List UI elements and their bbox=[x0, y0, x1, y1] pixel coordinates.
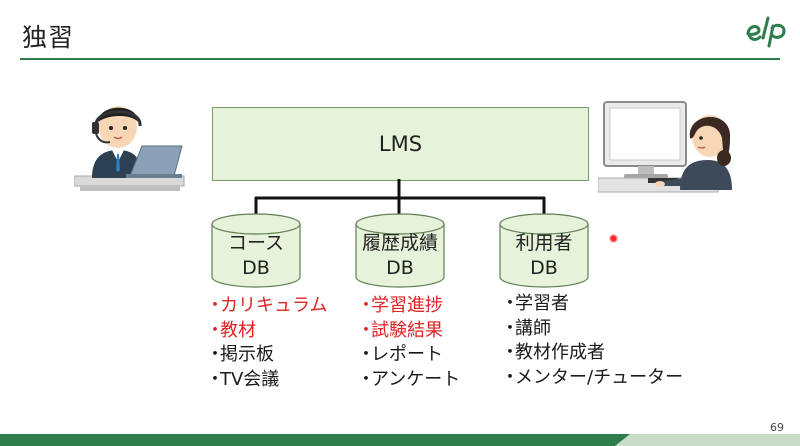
laser-pointer bbox=[609, 234, 618, 243]
course-db-items: ・カリキュラム ・教材 ・掲示板 ・TV会議 bbox=[206, 294, 327, 392]
course-db-node: コース DB bbox=[211, 213, 301, 288]
list-item: ・メンター/チューター bbox=[501, 366, 684, 388]
user-db-label-line1: 利用者 bbox=[515, 232, 573, 254]
user-db-label-line2: DB bbox=[530, 257, 558, 279]
slide-title: 独習 bbox=[22, 23, 75, 52]
user-db-items: ・学習者 ・講師 ・教材作成者 ・メンター/チューター bbox=[501, 292, 683, 390]
history-db-node: 履歴成績 DB bbox=[355, 213, 445, 288]
list-item: ・TV会議 bbox=[206, 368, 280, 390]
list-item: ・カリキュラム bbox=[206, 295, 328, 316]
list-item: ・教材作成者 bbox=[501, 342, 605, 363]
student-illustration bbox=[74, 106, 185, 191]
list-item: ・掲示板 bbox=[206, 344, 274, 365]
history-db-label-line1: 履歴成績 bbox=[361, 232, 438, 254]
instructor-body bbox=[680, 160, 732, 190]
lms-node: LMS bbox=[212, 107, 589, 181]
course-db-label-line2: DB bbox=[242, 257, 270, 279]
lms-label: LMS bbox=[378, 132, 423, 156]
footer-bar bbox=[0, 434, 800, 446]
history-db-label-line2: DB bbox=[386, 257, 414, 279]
list-item: ・アンケート bbox=[357, 368, 461, 390]
course-db-label-line1: コース bbox=[227, 232, 285, 254]
title-divider bbox=[20, 58, 780, 60]
list-item: ・試験結果 bbox=[357, 319, 443, 341]
instructor-illustration bbox=[598, 101, 732, 193]
list-item: ・学習進捗 bbox=[357, 295, 443, 316]
list-item: ・教材 bbox=[206, 319, 256, 341]
page-number: 69 bbox=[770, 421, 784, 434]
user-db-node: 利用者 DB bbox=[499, 213, 589, 288]
history-db-items: ・学習進捗 ・試験結果 ・レポート ・アンケート bbox=[357, 294, 460, 392]
list-item: ・レポート bbox=[357, 344, 443, 365]
list-item: ・学習者 bbox=[501, 293, 569, 314]
elp-logo bbox=[746, 16, 786, 48]
list-item: ・講師 bbox=[501, 317, 551, 339]
